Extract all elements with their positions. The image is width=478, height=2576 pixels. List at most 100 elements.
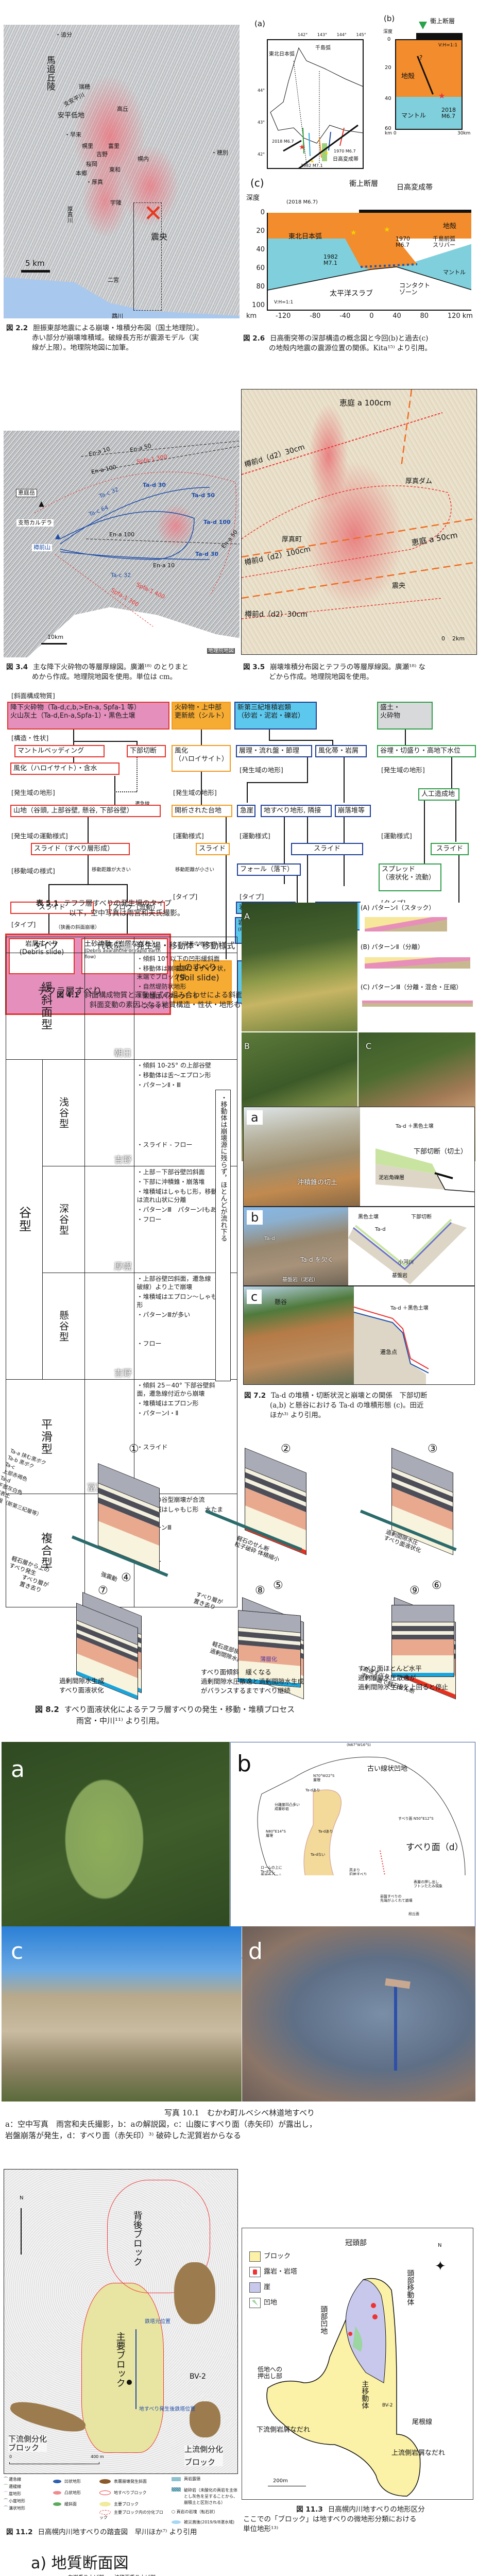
c-ratio: V:H=1:1	[274, 300, 294, 305]
fig2-6b-panel-label: (b)	[384, 14, 395, 23]
back-block-area	[107, 2180, 210, 2293]
step-6-number: ⑥	[432, 1579, 442, 1592]
label-horonai: 幌内	[138, 156, 149, 162]
heading-terrain: [発生域の地形]	[11, 789, 55, 796]
a-diagram	[375, 1148, 474, 1193]
tarumae-triangle: ▲	[55, 532, 61, 540]
legend-item: ⁀ 小崖地形	[4, 2499, 25, 2503]
b-slip-d: すべり面（d）	[406, 1842, 464, 1853]
b-y0: 0	[387, 37, 391, 42]
svg-text:★: ★	[384, 226, 390, 234]
label-abira-lowland: 安平低地	[58, 112, 85, 120]
b-n80: N80°E14°S 層理	[266, 1829, 286, 1838]
a-mudstone-label: 泥岩角礫層	[379, 1175, 404, 1181]
step-1-text: 強震動	[99, 1570, 118, 1583]
fig2-2-landslide-map: ✕ ・追分 馬追丘陵 瑞穂 支安平川 高丘 安平低地 ・早来 幌里 富里 吉野 …	[4, 25, 240, 318]
step-4-number: ④	[121, 1571, 131, 1584]
fig7-2: a 沖積錐の切土 Ta-d ＋黒色土壌 下部切断（切土） 泥岩角礫層 b Ta-…	[243, 1107, 475, 1385]
photo10-1c: c	[2, 1926, 242, 2102]
fig2-6b-section: V:H=1:1 地殻 マントル ? 2018 M6.7 ★	[395, 39, 463, 130]
heading-type: [タイプ]	[11, 921, 36, 928]
ridge-label: 尾根線	[412, 2418, 433, 2426]
type-shallow: 浅谷型	[58, 1096, 69, 1129]
legend-item: ブロック	[249, 2249, 297, 2264]
legend-item: 露岩・岩塔	[249, 2264, 297, 2280]
c-hanging: 懸谷	[275, 1298, 287, 1306]
fig2-6c-fault: 衝上断層	[349, 180, 378, 188]
label-yoshino: 吉野	[96, 151, 108, 158]
push-label: 低地への 押出し部	[258, 2366, 283, 2380]
legend-item: ⁀ 崖地形	[4, 2492, 21, 2496]
b-n70: N70°W22°S 層理	[313, 1774, 335, 1782]
step-8-text: すべり面傾斜 緩くなる過剰間隙水圧散逸と過剰間隙水生成がバランスするまですべり継…	[201, 1668, 304, 1694]
b-tad-no: Ta-dない	[311, 1853, 326, 1857]
heading-material: [斜面構成物質]	[11, 692, 55, 700]
side-note-box: ・移動体は崩壊源に残らず，ほとんどが流れ下る	[215, 1090, 231, 1381]
b-x0: km 0	[385, 131, 397, 136]
b-stream: 小河川	[398, 1260, 414, 1265]
fig2-6b-triangle	[419, 22, 427, 29]
step-1-block	[98, 1463, 160, 1571]
legend-item: 崖	[249, 2280, 297, 2295]
head-dep-label: 頭部凹地	[319, 2306, 328, 2334]
fault-model-rect	[133, 202, 162, 311]
box-flow: フロウ（流動）	[109, 902, 165, 914]
label-abira-river: 支安平川	[62, 91, 86, 108]
legend-item: 被災直後(2019/9/8湛水域)	[172, 2519, 238, 2526]
legend-item: 破砕岩（未酸化の頁岩を主体とし灰色を呈することから、崩積土と区別される）	[172, 2487, 238, 2506]
label-epicenter: 震央	[151, 232, 168, 242]
c-contact: コンタクト ゾーン	[399, 282, 431, 296]
label-atsuma-river: 厚真川	[66, 206, 74, 223]
box-neogene: 新第三紀堆積岩類（砂岩・泥岩・礫岩）	[234, 702, 317, 730]
box-slide-red: スライド	[10, 902, 94, 914]
narrow-collapse-label: （狭義の斜面崩壊）	[56, 925, 100, 930]
hammer-icon	[394, 1983, 397, 2071]
fig2-6c-surface-bar	[359, 210, 471, 213]
box-pyroclastic: 火砕物・上中部更新統（シルト）	[172, 702, 231, 730]
svg-text:★: ★	[325, 151, 329, 156]
c-slab: 太平洋スラブ	[330, 290, 373, 298]
box-fall: フォール（落下）	[237, 863, 301, 876]
box-tephra: 降下火砕物（Ta-d,c,b,>En-a, Spfa-1 等）火山灰土（Ta-d…	[7, 702, 169, 730]
head-body-label: 頭部移動体	[406, 2269, 415, 2306]
fig5-3-photo-a: A	[242, 903, 357, 1031]
isopach-tad50: Ta-d 50	[192, 492, 215, 499]
pattern-2-label: (B) パターンⅡ（分離）	[361, 943, 424, 951]
type-deep: 深谷型	[58, 1203, 69, 1236]
label-ninomiya: 二宮	[108, 277, 119, 283]
isopach-lines	[242, 389, 476, 619]
legend-item: ⁀ 溝状地形	[4, 2506, 25, 2511]
terrain-division-map	[266, 2278, 421, 2497]
type-hanging: 懸谷型	[58, 1310, 69, 1343]
fig2-6b-depth-label: 深度	[383, 29, 393, 35]
up-block-label: 上流側分化ブロック	[184, 2445, 224, 2467]
box-slide-blue: スライド	[291, 843, 363, 856]
fig2-6c-depth: 深度	[246, 194, 260, 202]
box-weather-zone: 風化帯・岩屑	[315, 745, 367, 758]
scale-label: 200m	[273, 2478, 288, 2484]
fig5-3-patterns: (A) パターンⅠ（スタック） (B) パターンⅡ（分離） (C) パターンⅢ（…	[360, 903, 475, 1031]
alluvial-label: 沖積面乗り上げ部	[114, 2575, 156, 2576]
b-slip: すべり面 N50°E12°S	[398, 1817, 434, 1821]
legend-item: ⁀ 遷急線	[4, 2477, 21, 2482]
b-y20: 20	[385, 65, 391, 71]
header-example: 代表例	[84, 937, 134, 953]
b-terrace: 段丘面	[408, 1912, 419, 1916]
b-futon: 表層の押し出し フトンたたみ現象	[414, 1880, 442, 1888]
isopach-lines	[34, 440, 240, 627]
main-block-label: 主要ブロック	[114, 2332, 126, 2387]
tarumae30-bottom-label: 樽前d（d2）30cm	[245, 611, 308, 619]
near-label: 移動距離が小さい	[175, 867, 215, 873]
box-ls-terrain: 地すべり地形, 隣接	[261, 805, 332, 818]
label-uryu: 宇隆	[110, 199, 122, 206]
svg-text:★: ★	[299, 143, 305, 151]
c-kuril: 千島前弧 スリバー	[433, 235, 455, 249]
step-7-number: ⑦	[98, 1584, 108, 1597]
c-diagram	[354, 1307, 429, 1384]
back-block-label: 背後ブロック	[131, 2211, 143, 2266]
step-9-text: すべり面ほとんど水平過剰間隙水圧散逸が過剰間隙水生成を上回ると停止	[358, 1665, 449, 1691]
step-3-number: ③	[428, 1443, 438, 1455]
